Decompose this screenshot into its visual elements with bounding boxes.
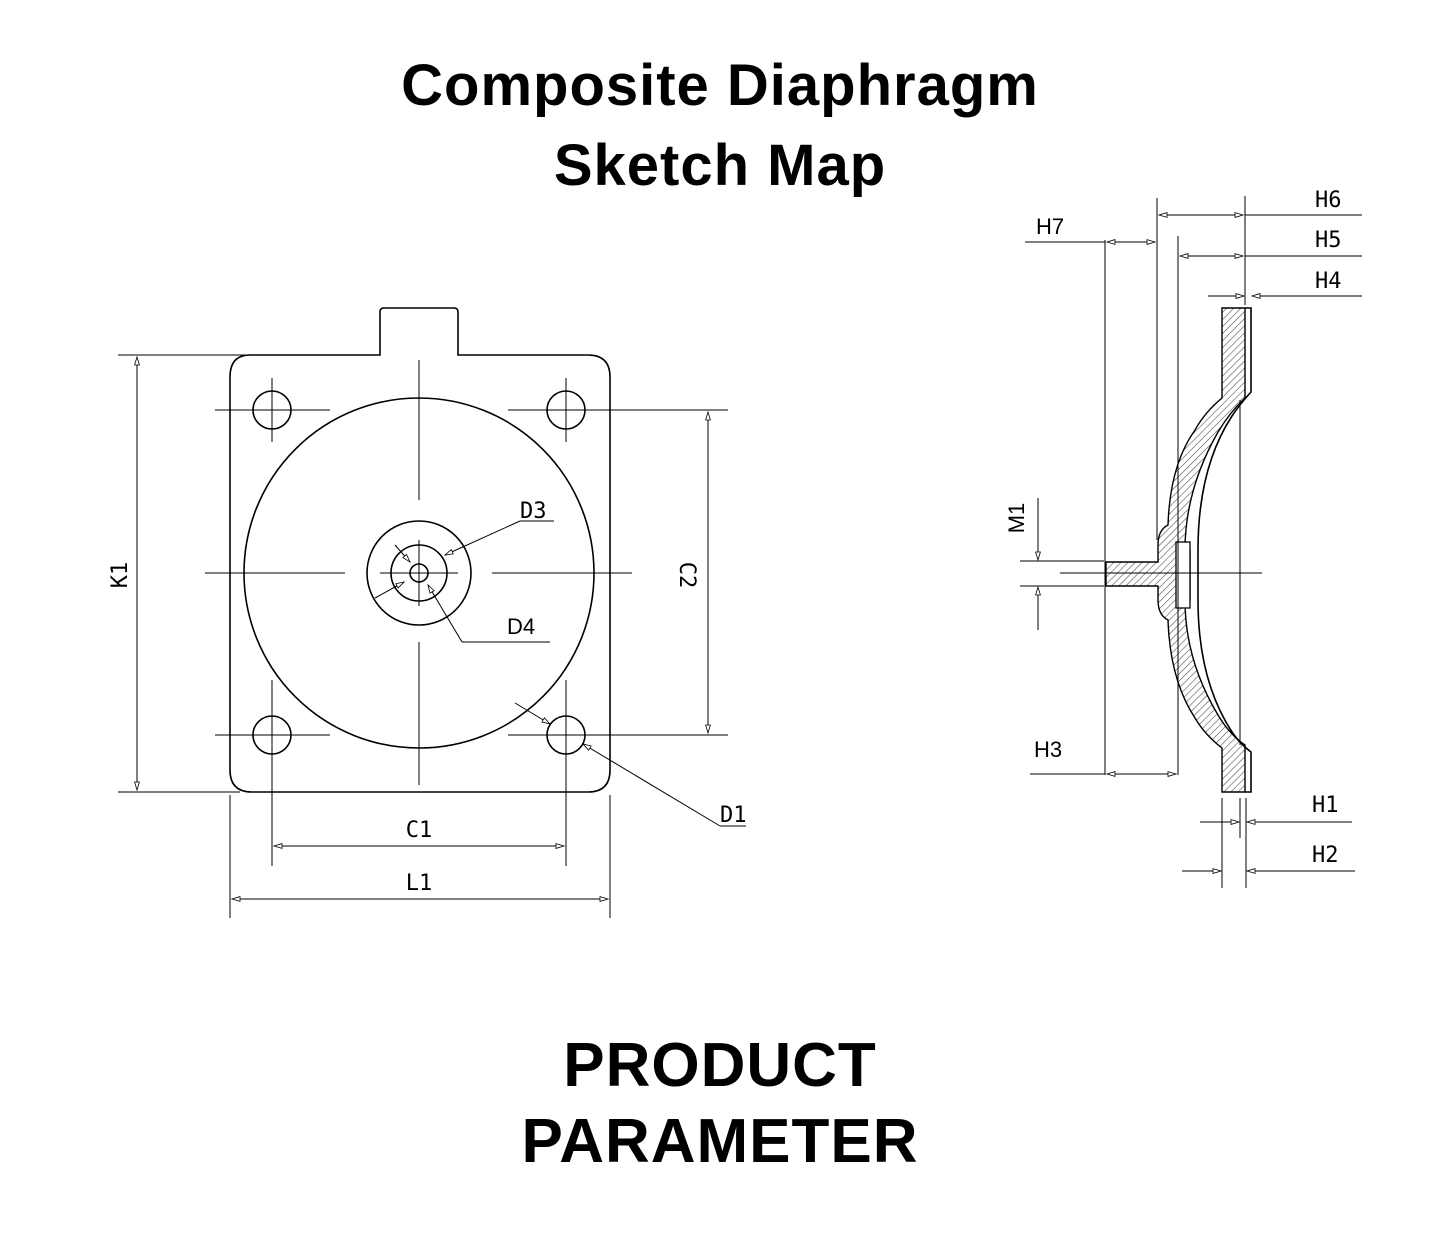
label-h7: H7 — [1036, 214, 1064, 239]
drawing-title-line-1: Composite Diaphragm — [401, 53, 1039, 118]
footer-heading-line-2: PARAMETER — [521, 1107, 919, 1176]
hub-rivet — [1175, 541, 1191, 609]
label-m1: M1 — [1004, 503, 1029, 534]
label-h6: H6 — [1315, 188, 1342, 213]
dim-h3: H3 — [1030, 737, 1178, 777]
dim-m1: M1 — [1004, 498, 1041, 630]
side-view: H6 H7 H5 H4 M1 H3 — [1004, 188, 1362, 888]
plate-outline — [229, 307, 611, 793]
dim-h7: H7 — [1025, 214, 1157, 245]
label-h1: H1 — [1312, 793, 1339, 818]
membrane-layer — [1197, 307, 1252, 793]
dim-l1: L1 — [229, 795, 611, 918]
label-d1: D1 — [720, 803, 747, 828]
dim-d4: D4 — [374, 581, 550, 643]
dim-h2: H2 — [1182, 843, 1355, 874]
drawing-title-line-2: Sketch Map — [553, 133, 887, 198]
center-lines — [205, 360, 728, 866]
label-l1: L1 — [406, 871, 433, 896]
dim-k1: K1 — [108, 354, 245, 793]
label-h4: H4 — [1315, 269, 1342, 294]
label-c1: C1 — [406, 818, 433, 843]
dim-h6: H6 — [1157, 188, 1362, 218]
dim-h5: H5 — [1178, 228, 1362, 259]
label-h5: H5 — [1315, 228, 1342, 253]
dim-c2: C2 — [674, 410, 711, 735]
dim-c1: C1 — [272, 818, 566, 849]
label-d3: D3 — [520, 499, 547, 524]
hub-outer-circle — [366, 520, 472, 626]
label-k1: K1 — [108, 562, 133, 589]
label-d4: D4 — [507, 614, 535, 639]
dim-d1: D1 — [514, 702, 747, 828]
footer-heading-line-1: PRODUCT — [563, 1031, 877, 1100]
label-h3: H3 — [1034, 737, 1062, 762]
dim-h1: H1 — [1200, 793, 1352, 825]
label-h2: H2 — [1312, 843, 1339, 868]
dim-d3: D3 — [394, 499, 554, 564]
front-view: K1 C2 C1 L1 D1 — [108, 307, 747, 918]
dim-h4: H4 — [1208, 269, 1362, 299]
label-c2: C2 — [674, 562, 699, 589]
